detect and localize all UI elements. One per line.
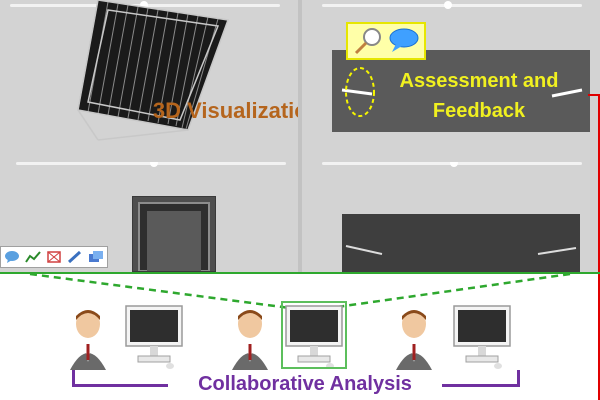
bracket-right	[517, 370, 520, 386]
slider-knob[interactable]	[140, 1, 148, 9]
pane-assessment-view[interactable]: Assessment and Feedback	[302, 0, 600, 160]
feedback-connector	[588, 94, 600, 96]
speech-bubble-icon[interactable]	[2, 248, 22, 266]
slice-slider[interactable]	[10, 1, 280, 9]
visualization-caption: 3D Visualization	[152, 98, 298, 123]
line-chart-icon[interactable]	[23, 248, 43, 266]
xray-image	[132, 196, 216, 272]
slice-slider[interactable]	[16, 162, 286, 167]
user-avatar-1	[68, 308, 108, 372]
viewer-toolbar	[0, 246, 108, 268]
ct-slice-image	[332, 50, 590, 132]
slider-knob[interactable]	[150, 162, 158, 167]
slice-slider[interactable]	[322, 1, 582, 9]
viewer-panes: 3D Visualization	[0, 0, 600, 272]
pane-bottom-left[interactable]	[0, 162, 298, 272]
annotation-tools-box	[346, 22, 426, 60]
slider-knob[interactable]	[450, 162, 458, 167]
pane-divider[interactable]	[298, 0, 302, 272]
slice-slider[interactable]	[322, 162, 582, 167]
user-avatar-2	[230, 308, 270, 372]
magnifier-icon[interactable]	[354, 28, 381, 55]
layers-icon[interactable]	[86, 248, 106, 266]
pane-bottom-right[interactable]	[302, 162, 600, 272]
ct-slice-image	[342, 214, 580, 272]
collaboration-caption: Collaborative Analysis	[198, 373, 412, 395]
feedback-connector-line	[598, 94, 600, 400]
speech-bubble-icon[interactable]	[389, 28, 419, 52]
ct-slice-detail	[341, 67, 583, 117]
collaboration-separator	[0, 272, 600, 274]
user-computer-3	[453, 305, 511, 370]
crop-icon[interactable]	[44, 248, 64, 266]
collaborator-group	[68, 301, 511, 372]
shared-screen-highlight	[281, 301, 347, 369]
dashed-annotation-circle[interactable]	[345, 67, 375, 117]
pane-3d-view[interactable]: 3D Visualization	[0, 0, 298, 160]
bracket-bottom-left	[72, 384, 168, 387]
user-computer-1	[125, 305, 183, 370]
dashed-connector-lines	[29, 272, 571, 310]
user-computer-2	[285, 305, 343, 370]
user-avatar-3	[394, 308, 434, 372]
pencil-icon[interactable]	[65, 248, 85, 266]
assessment-caption: Assessment and Feedback	[399, 70, 559, 122]
wire-lattice-image	[77, 0, 230, 141]
slider-knob[interactable]	[444, 1, 452, 9]
bracket-left	[72, 370, 75, 386]
bracket-bottom-right	[442, 384, 520, 387]
